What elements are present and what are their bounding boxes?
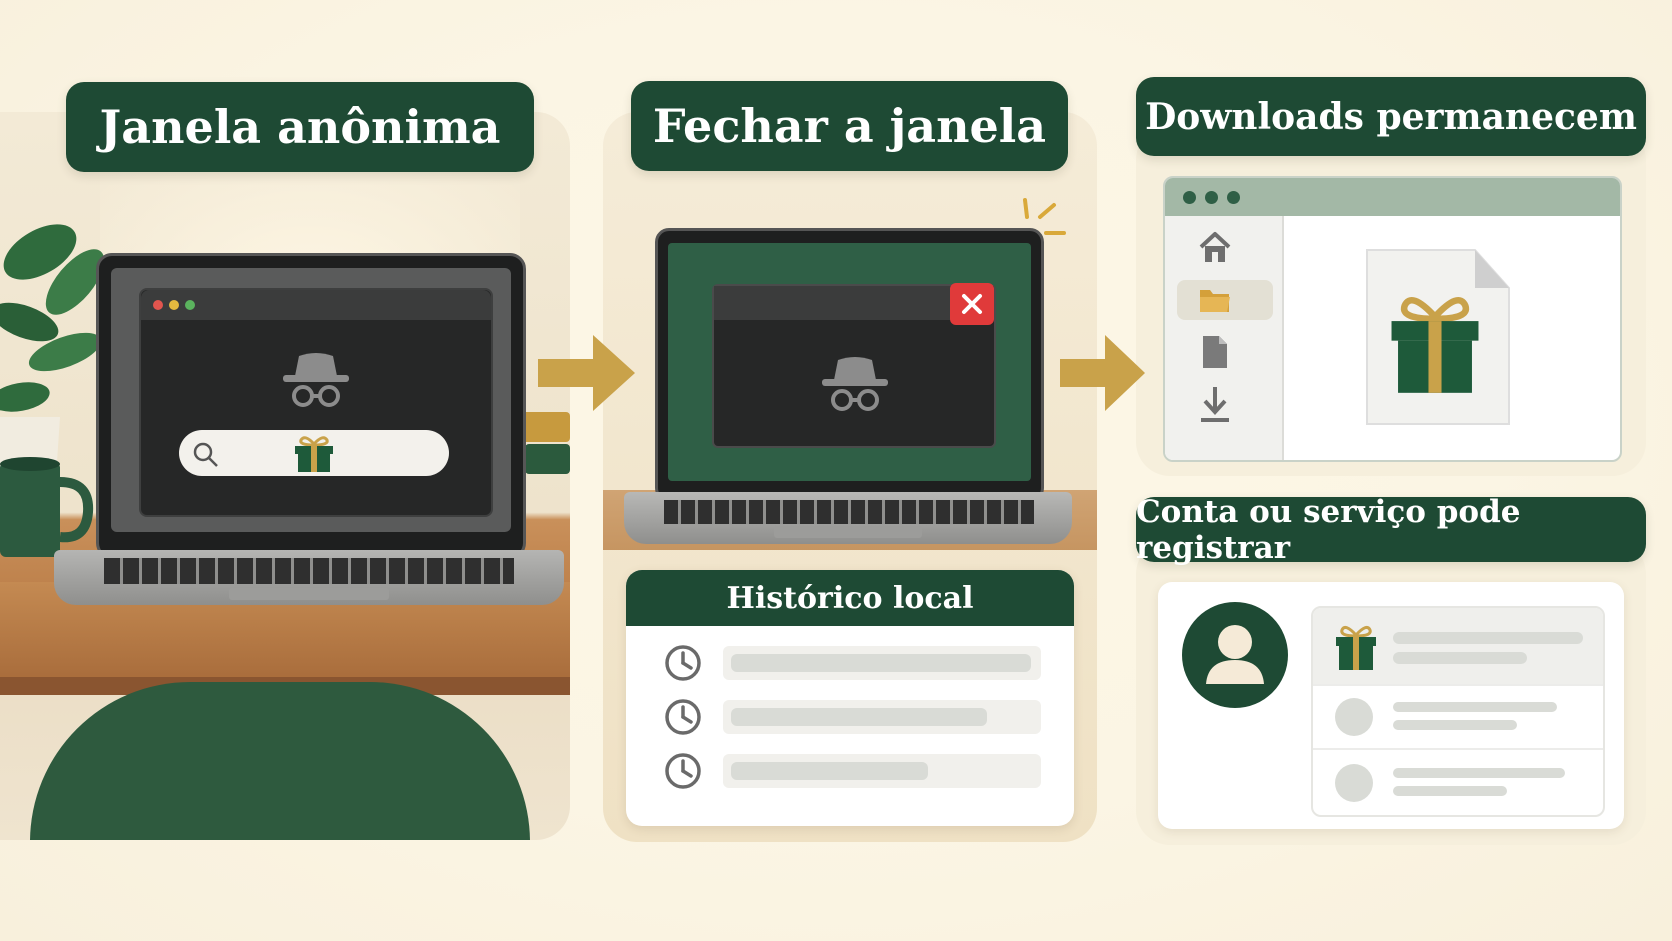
- activity-log: [1311, 606, 1605, 817]
- clock-icon: [664, 644, 702, 682]
- laptop-1-base: [54, 550, 564, 605]
- user-icon: [1182, 602, 1288, 708]
- incognito-icon: [820, 354, 890, 414]
- history-row: [626, 640, 1074, 688]
- history-row: [626, 748, 1074, 796]
- folder-icon[interactable]: [1197, 284, 1233, 316]
- step-title: Downloads permanecem: [1136, 77, 1646, 156]
- plant: [0, 162, 120, 492]
- account-card: [1158, 582, 1624, 829]
- history-card-title: Histórico local: [726, 580, 974, 616]
- history-card: Histórico local: [626, 570, 1074, 826]
- account-card-title: Conta ou serviço pode registrar: [1136, 494, 1646, 566]
- laptop-1: [96, 253, 526, 559]
- step-title: Fechar a janela: [631, 81, 1068, 171]
- file-icon[interactable]: [1199, 334, 1231, 370]
- chair: [30, 682, 530, 840]
- activity-row: [1313, 748, 1603, 815]
- activity-row: [1313, 684, 1603, 750]
- step-title: Janela anônima: [66, 82, 534, 172]
- history-row: [626, 694, 1074, 742]
- gift-icon: [1333, 624, 1379, 672]
- click-spark: [1020, 195, 1070, 245]
- browser-window-closing: [712, 284, 996, 448]
- gift-icon: [1385, 292, 1485, 398]
- close-icon[interactable]: [950, 283, 994, 325]
- browser-window: [139, 288, 493, 517]
- incognito-icon: [281, 350, 351, 410]
- download-icon[interactable]: [1197, 384, 1233, 424]
- search-icon: [193, 442, 219, 468]
- clock-icon: [664, 752, 702, 790]
- home-icon[interactable]: [1197, 230, 1233, 264]
- downloaded-file[interactable]: [1363, 248, 1513, 426]
- gift-icon: [291, 434, 337, 474]
- activity-row-highlight: [1313, 608, 1603, 684]
- search-bar[interactable]: [179, 430, 449, 476]
- arrow-right: [1060, 335, 1145, 411]
- downloads-window: [1163, 176, 1622, 462]
- arrow-right: [538, 335, 635, 411]
- laptop-2-base: [624, 492, 1072, 544]
- mug: [0, 452, 95, 562]
- laptop-2: [655, 228, 1044, 502]
- clock-icon: [664, 698, 702, 736]
